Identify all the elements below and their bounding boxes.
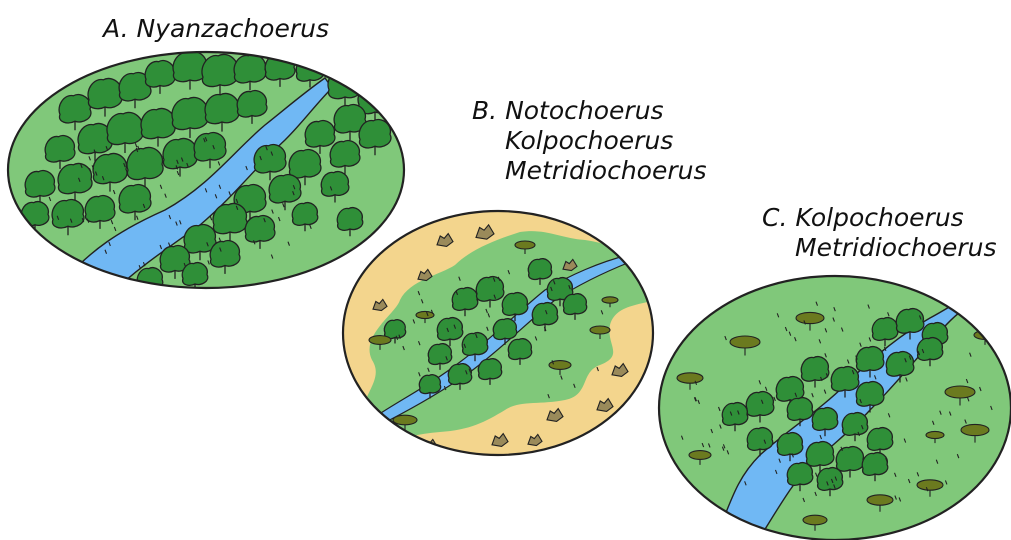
panel-b-habitat <box>343 211 655 455</box>
panel-c-habitat <box>659 276 1011 540</box>
panel-a-habitat <box>8 51 404 296</box>
